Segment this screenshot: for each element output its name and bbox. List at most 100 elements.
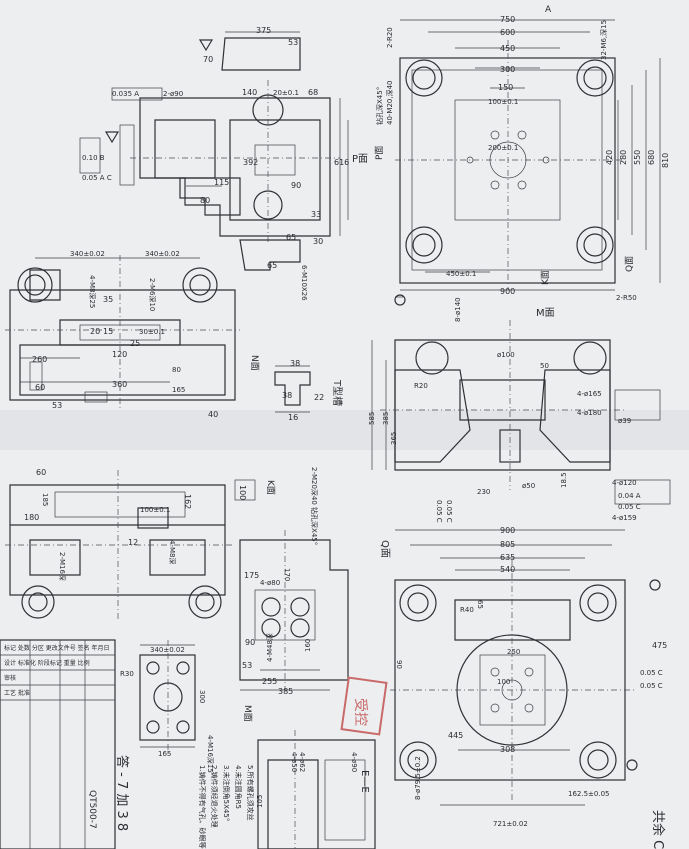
svg-text:340±0.02: 340±0.02 [145,250,180,258]
svg-text:2.铸件须经退火处理: 2.铸件须经退火处理 [210,765,219,828]
svg-text:K面: K面 [540,270,551,285]
svg-text:18.5: 18.5 [560,472,568,488]
svg-text:50: 50 [540,362,549,370]
svg-text:R30: R30 [120,670,134,678]
svg-text:475: 475 [652,641,667,650]
svg-text:0.05 C: 0.05 C [640,669,663,677]
bottom-view: 340±0.02 R30 300 165 4-M16深15 [120,640,215,773]
svg-text:Q面: Q面 [624,256,635,272]
lower-mid-view: 175 170 90 53 255 385 160 4-ø80 4-M48深 M… [239,530,349,722]
svg-text:300: 300 [198,690,206,703]
svg-text:280: 280 [619,150,628,165]
svg-text:标记 处数 分区 更改文件号 签名 年月日: 标记 处数 分区 更改文件号 签名 年月日 [4,644,110,652]
svg-text:N面: N面 [249,355,260,371]
svg-text:ø39: ø39 [618,417,631,425]
svg-text:65: 65 [476,600,484,609]
svg-text:A: A [545,5,552,15]
svg-text:2-M20深40 钻孔深X45°: 2-M20深40 钻孔深X45° [310,467,319,545]
svg-text:340±0.02: 340±0.02 [150,646,185,654]
svg-text:工艺 批准: 工艺 批准 [4,689,30,697]
svg-text:200±0.1: 200±0.1 [488,144,518,152]
svg-text:4-M8深: 4-M8深 [168,540,177,564]
svg-text:4-ø180: 4-ø180 [577,409,602,417]
svg-text:385: 385 [382,412,390,425]
svg-text:4-ø165: 4-ø165 [577,390,602,398]
svg-text:38: 38 [290,359,300,368]
svg-text:35: 35 [103,295,113,304]
svg-text:375: 375 [256,26,271,35]
svg-text:65: 65 [267,261,277,270]
svg-text:QT500-7: QT500-7 [87,790,97,829]
svg-text:M面: M面 [536,308,555,319]
title-block: 标记 处数 分区 更改文件号 签名 年月日 设计 标准化 阶段标记 重量 比例 … [0,639,116,849]
svg-text:900: 900 [500,287,515,296]
svg-text:170: 170 [283,568,291,581]
svg-text:0.10 B: 0.10 B [82,154,105,162]
svg-text:100±0.1: 100±0.1 [488,98,518,106]
svg-text:160: 160 [304,639,312,652]
svg-text:100: 100 [238,485,247,500]
tech-notes: 1.铸件不得有气孔、砂眼等缺陷 2.铸件须经退火处理 3.未注倒角5X45° 4… [198,765,255,849]
svg-text:260: 260 [32,355,47,364]
svg-text:70: 70 [203,55,213,64]
svg-text:185: 185 [41,493,49,506]
svg-text:445: 445 [448,731,463,740]
svg-text:32-M6,深15: 32-M6,深15 [599,20,608,60]
svg-text:60: 60 [35,383,45,392]
m-view: 8-ø140 ø100 50 R20 585 385 365 230 ø50 1… [368,297,671,523]
svg-text:230: 230 [477,488,490,496]
svg-text:K面: K面 [265,480,276,495]
svg-text:721±0.02: 721±0.02 [493,820,528,828]
svg-text:365: 365 [390,432,398,445]
svg-text:8-ø140: 8-ø140 [454,297,462,322]
svg-text:3.未注倒角5X45°: 3.未注倒角5X45° [222,765,231,821]
svg-text:8-ø79.5±0.2: 8-ø79.5±0.2 [414,756,422,800]
svg-text:4-M8深25: 4-M8深25 [88,275,97,308]
svg-text:616: 616 [334,158,349,167]
top-left-view: 375 53 70 140 20±0.1 68 65 30 33 115 80 … [79,26,368,301]
svg-text:R40: R40 [460,606,474,614]
svg-text:53: 53 [242,661,252,670]
svg-text:T型槽: T型槽 [331,379,344,406]
svg-text:105: 105 [256,795,264,808]
svg-text:360: 360 [112,380,127,389]
svg-text:810: 810 [661,153,670,168]
svg-text:175: 175 [244,571,259,580]
svg-text:0.035 A: 0.035 A [112,90,139,98]
right-edge-text: 共余 C [650,810,666,849]
svg-text:140: 140 [242,88,257,97]
lower-left-view: 60 185 180 162 100 100±0.1 12 2-M16深 4-M… [5,467,319,620]
svg-text:53: 53 [52,401,62,410]
svg-text:550: 550 [633,150,642,165]
svg-text:90: 90 [395,660,403,669]
svg-text:E—E: E—E [359,770,370,793]
svg-text:4-M16深15: 4-M16深15 [206,735,215,773]
svg-text:38: 38 [282,391,292,400]
svg-text:12: 12 [128,538,138,547]
svg-text:设计 标准化 阶段标记 重量 比例: 设计 标准化 阶段标记 重量 比例 [4,659,90,667]
svg-text:2-M6深10: 2-M6深10 [148,278,157,311]
svg-text:30±0.1: 30±0.1 [139,328,165,336]
svg-text:4-ø120: 4-ø120 [612,479,637,487]
svg-text:2-ø90: 2-ø90 [163,90,183,98]
section-view: 4-ø62 4-ø50 4-ø90 105 E—E [256,730,376,849]
svg-text:6-M10X26: 6-M10X26 [300,265,308,301]
svg-text:100: 100 [497,678,510,686]
svg-text:20±0.1: 20±0.1 [273,89,299,97]
svg-text:2-R50: 2-R50 [616,294,637,302]
svg-text:4-ø80: 4-ø80 [260,579,280,587]
svg-text:ø50: ø50 [522,482,535,490]
svg-text:540: 540 [500,565,515,574]
svg-text:300: 300 [500,65,515,74]
svg-text:4.未注圆角R5: 4.未注圆角R5 [234,765,243,809]
svg-text:100±0.1: 100±0.1 [140,506,170,514]
svg-text:0.04 A: 0.04 A [618,492,641,500]
svg-text:4-M48深: 4-M48深 [265,633,274,662]
svg-text:20: 20 [90,327,100,336]
svg-text:30: 30 [313,237,323,246]
svg-text:680: 680 [647,150,656,165]
svg-text:90: 90 [291,181,301,190]
svg-text:M面: M面 [242,705,253,722]
svg-text:4-ø62: 4-ø62 [298,752,306,772]
